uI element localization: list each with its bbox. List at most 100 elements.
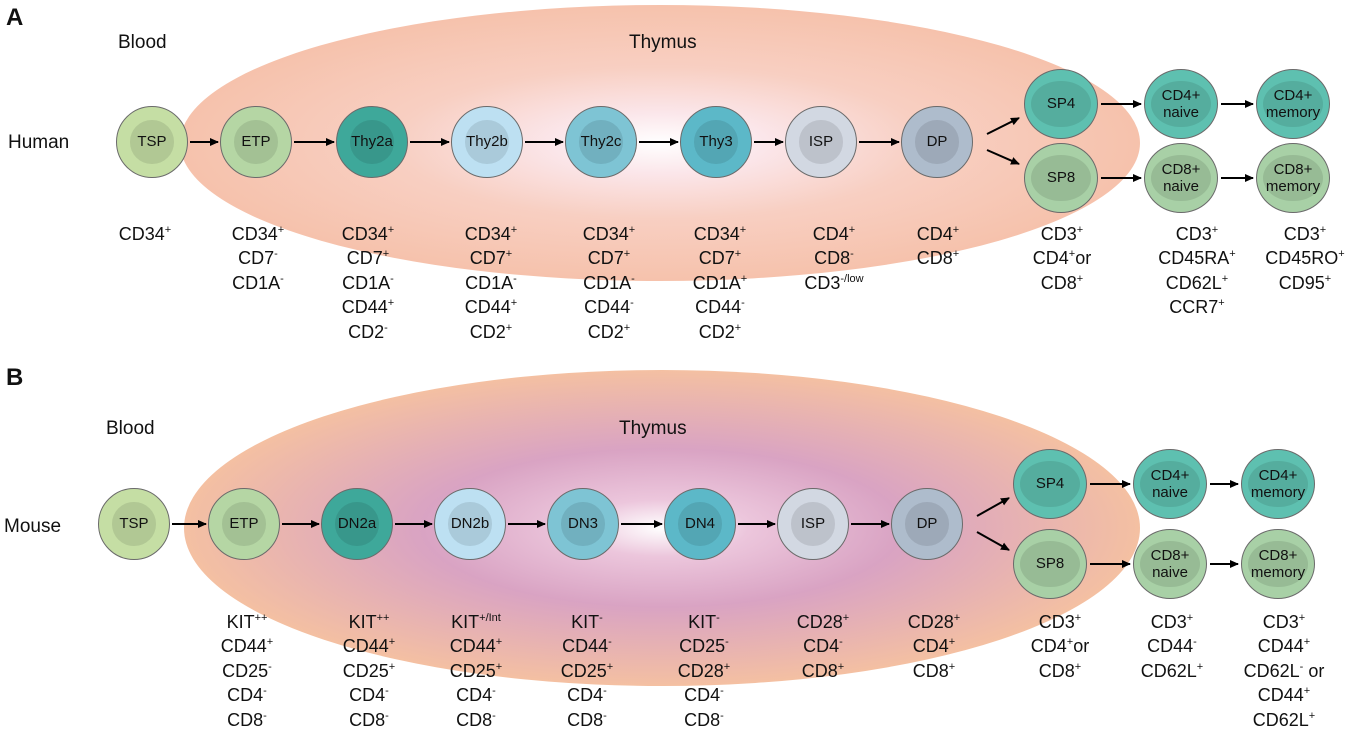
marker-list: CD28+CD4+CD8+ (908, 610, 960, 683)
cell-nucleus: ISP (799, 120, 843, 164)
marker-cd1a: CD1A- (583, 272, 635, 293)
cell-cd4-memory: CD4+memory (1241, 449, 1315, 519)
cell-nucleus: Thy2c (579, 120, 623, 164)
cell-nucleus: DN2a (335, 502, 379, 546)
marker-cd44: CD44+ (1257, 685, 1311, 706)
cell-label: CD4+memory (1265, 86, 1321, 121)
marker-cd7: CD7- (238, 248, 278, 269)
cell-isp: ISP (785, 106, 857, 178)
marker-cd62l: CD62L+ (1252, 709, 1316, 730)
marker-cd4: CD4- (567, 685, 607, 706)
cell-label: ETP (229, 515, 259, 533)
cell-dp: DP (891, 488, 963, 560)
cell-dp: DP (901, 106, 973, 178)
marker-cd44: CD44+ (449, 636, 503, 657)
cell-nucleus: TSP (112, 502, 156, 546)
marker-list: CD34+CD7+CD1A-CD44+CD2- (342, 222, 394, 344)
marker-cd62l: CD62L+ (1165, 272, 1229, 293)
cell-label: DN4 (684, 515, 715, 533)
cell-cd4-naive: CD4+naive (1133, 449, 1207, 519)
marker-list: CD4+ CD8+ (917, 222, 959, 271)
cell-tsp: TSP (98, 488, 170, 560)
marker-cd4: CD4- (684, 685, 724, 706)
thymus-label: Thymus (629, 32, 697, 53)
marker-cd44: CD44- (562, 636, 612, 657)
cell-sp8: SP8 (1024, 143, 1098, 213)
cell-sp8: SP8 (1013, 529, 1087, 599)
cell-label: DP (926, 133, 948, 151)
cell-etp: ETP (220, 106, 292, 178)
cell-nucleus: CD8+naive (1140, 540, 1200, 588)
marker-cd25: CD25- (222, 660, 272, 681)
marker-cd45ro: CD45RO+ (1265, 248, 1345, 269)
cell-nucleus: ETP (234, 120, 278, 164)
marker-cd34: CD34+ (118, 224, 172, 244)
marker-cd28: CD28+ (796, 612, 850, 632)
marker-kit: KIT++ (348, 612, 390, 632)
cell-label: ISP (808, 133, 834, 151)
marker-list: CD34+CD7-CD1A- (232, 222, 284, 295)
marker-cd8: CD8- (227, 709, 267, 730)
cell-label: CD8+memory (1265, 160, 1321, 195)
marker-kit: KIT+/Int (451, 612, 501, 632)
marker-cd28: CD28+ (677, 660, 731, 681)
cell-label: DN2a (337, 515, 377, 533)
cell-nucleus: DN4 (678, 502, 722, 546)
marker-cd62l: CD62L+ (1140, 660, 1204, 681)
cell-nucleus: CD4+naive (1151, 80, 1211, 128)
cell-nucleus: Thy3 (694, 120, 738, 164)
marker-cd25: CD25+ (449, 660, 503, 681)
cell-cd8-naive: CD8+naive (1133, 529, 1207, 599)
species-label-mouse: Mouse (4, 516, 62, 537)
marker-cd4: CD4+or (1030, 636, 1090, 657)
cell-label: ISP (800, 515, 826, 533)
marker-cd7: CD7+ (346, 248, 390, 269)
marker-cd34: CD34+ (341, 224, 395, 244)
cell-label: DP (916, 515, 938, 533)
marker-cd4: CD4+or (1032, 248, 1092, 269)
marker-cd7: CD7+ (587, 248, 631, 269)
marker-cd4: CD4+ (916, 224, 960, 244)
arrow (976, 531, 1010, 551)
cell-label: SP4 (1035, 475, 1065, 493)
cell-label: DN2b (450, 515, 490, 533)
cell-label: TSP (119, 515, 149, 533)
marker-cd8: CD8+ (801, 660, 845, 681)
marker-cd7: CD7+ (698, 248, 742, 269)
cell-label: Thy2c (580, 133, 622, 151)
marker-cd4: CD4- (803, 636, 843, 657)
marker-cd8: CD8- (684, 709, 724, 730)
cell-nucleus: SP8 (1031, 154, 1091, 202)
cell-nucleus: DP (905, 502, 949, 546)
marker-list: CD3+CD45RO+CD95+ (1265, 222, 1344, 295)
panel-letter-b: B (6, 364, 24, 391)
arrow (986, 117, 1020, 135)
cell-label: Thy3 (699, 133, 733, 151)
blood-label: Blood (106, 418, 155, 439)
marker-cd1a: CD1A- (342, 272, 394, 293)
cell-thy2b: Thy2b (451, 106, 523, 178)
cell-nucleus: SP4 (1020, 460, 1080, 508)
cell-nucleus: Thy2b (465, 120, 509, 164)
marker-cd4: CD4+ (812, 224, 856, 244)
cell-label: CD8+naive (1150, 546, 1190, 581)
marker-cd3: CD3+ (1040, 224, 1084, 244)
marker-cd44: CD44+ (342, 636, 396, 657)
arrow (986, 149, 1020, 165)
marker-kit: KIT- (688, 612, 720, 632)
marker-cd8: CD8+ (916, 248, 960, 269)
marker-list: KIT-CD25-CD28+CD4-CD8- (678, 610, 730, 732)
marker-cd28: CD28+ (907, 612, 961, 632)
marker-cd4: CD4- (456, 685, 496, 706)
marker-cd95: CD95+ (1278, 272, 1332, 293)
cell-label: Thy2b (466, 133, 508, 151)
marker-cd44: CD44+ (464, 297, 518, 318)
cell-label: CD4+naive (1161, 86, 1201, 121)
marker-list: CD34+CD7+CD1A-CD44+CD2+ (465, 222, 517, 344)
cell-cd8-memory: CD8+memory (1256, 143, 1330, 213)
thymus-region-b (184, 370, 1140, 686)
marker-cd8: CD8- (456, 709, 496, 730)
marker-cd8: CD8+ (1038, 660, 1082, 681)
cell-dn2a: DN2a (321, 488, 393, 560)
